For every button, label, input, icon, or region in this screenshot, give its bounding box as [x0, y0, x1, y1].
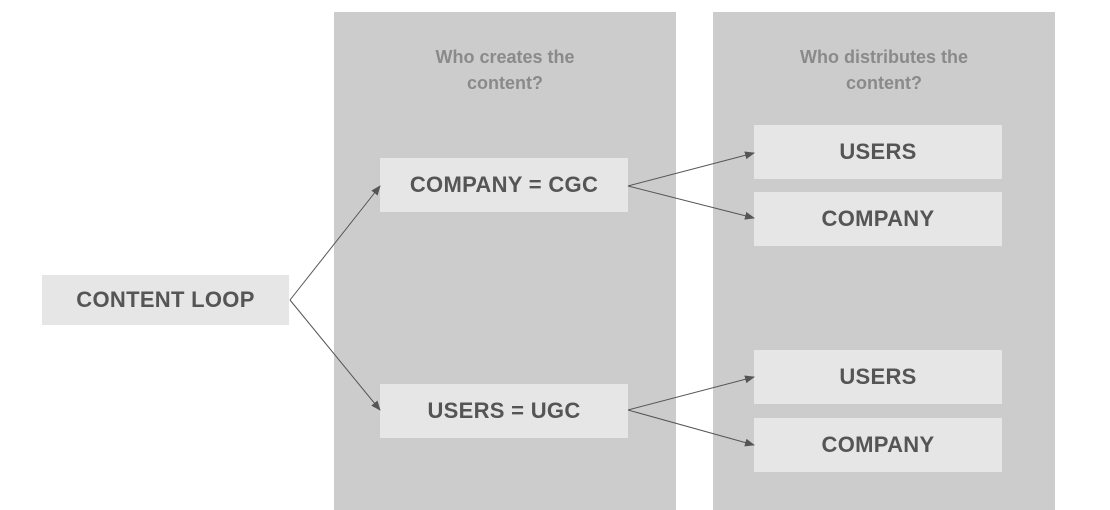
creators-heading: Who creates the content? [435, 47, 575, 93]
cgc-company-distributor-box: COMPANY [754, 192, 1002, 246]
distributors-heading: Who distributes the content? [800, 47, 968, 93]
content-loop-box: CONTENT LOOP [42, 275, 289, 325]
cgc-users-distributor-box: USERS [754, 125, 1002, 179]
company-cgc-box: COMPANY = CGC [380, 158, 628, 212]
users-ugc-box: USERS = UGC [380, 384, 628, 438]
ugc-company-distributor-box: COMPANY [754, 418, 1002, 472]
ugc-users-distributor-box: USERS [754, 350, 1002, 404]
